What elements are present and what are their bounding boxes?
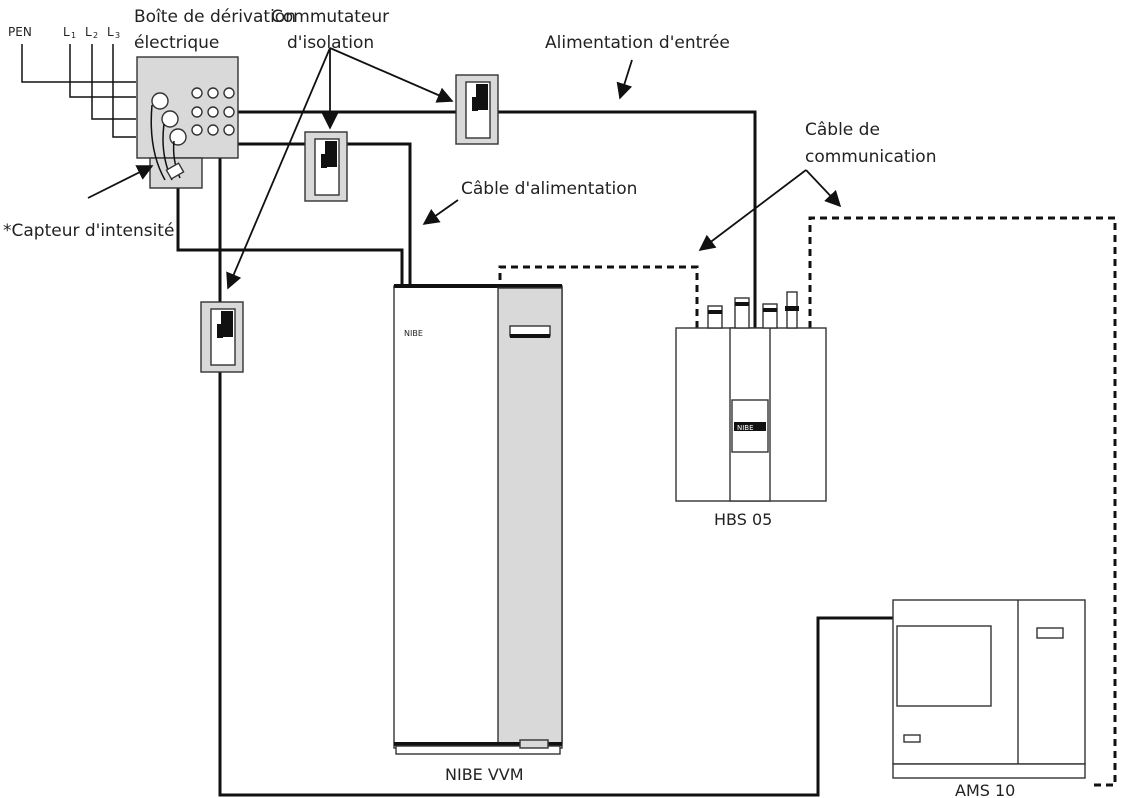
junction-box-label-line1: Boîte de dérivation — [134, 7, 296, 27]
hbs-label: HBS 05 — [714, 510, 772, 529]
arrow-input-supply — [616, 59, 633, 100]
ams-label-plate — [903, 734, 921, 743]
l3-label: L — [107, 25, 114, 39]
hbs-pipe-connectors — [707, 291, 799, 329]
junction-box-label-line2: électrique — [134, 33, 219, 53]
ams10-unit — [892, 599, 1086, 779]
hbs-brand-logo: NIBE — [737, 424, 754, 432]
terminal-row-3 — [169, 124, 235, 146]
arrow-switch-ams — [226, 47, 331, 290]
isolation-switch-input — [455, 74, 499, 145]
comm-cable-label-line1: Câble de — [805, 120, 880, 140]
hbs05-unit: NIBE — [675, 291, 827, 502]
input-supply-label: Alimentation d'entrée — [545, 33, 730, 53]
l3-subscript: 3 — [115, 31, 120, 40]
ams-display — [1036, 627, 1064, 639]
ams-supply-wire-b — [218, 372, 893, 797]
vvm-base — [395, 745, 561, 755]
l2-subscript: 2 — [93, 31, 98, 40]
l2-wire — [91, 44, 136, 120]
vvm-brand-logo: NIBE — [404, 329, 423, 338]
ams-grille — [896, 625, 992, 707]
l1-label: L — [63, 25, 70, 39]
comm-cable-label-line2: communication — [805, 147, 936, 167]
labels: PEN L 1 L 2 L 3 Boîte de dérivation élec… — [3, 7, 1015, 798]
comm-cable-hbs-ams — [808, 216, 1117, 787]
arrow-comm-2 — [805, 169, 842, 208]
isolation-switch-label-line1: Commutateur — [271, 7, 389, 27]
vvm-side-panel — [497, 287, 563, 744]
terminal-row-2 — [161, 106, 235, 128]
isolation-switch-label-line2: d'isolation — [287, 33, 374, 53]
supply-cable-label: Câble d'alimentation — [461, 179, 637, 199]
vvm-label: NIBE VVM — [445, 765, 524, 784]
isolation-switch-ams — [200, 301, 244, 373]
pen-label: PEN — [8, 25, 32, 39]
vvm-supply-wire-b — [347, 142, 412, 288]
current-sensor-clip — [165, 162, 185, 180]
isolation-switch-vvm — [304, 131, 348, 202]
arrow-supply-cable — [422, 199, 459, 225]
ams-base — [892, 763, 1086, 779]
input-supply-wire-b — [498, 110, 757, 328]
current-sensor-label: *Capteur d'intensité — [3, 221, 174, 241]
arrow-current-sensor — [87, 165, 154, 199]
l2-label: L — [85, 25, 92, 39]
arrow-switch-input — [329, 47, 454, 103]
sensor-wire — [176, 186, 404, 288]
callout-arrows — [87, 47, 842, 290]
junction-box-body — [136, 56, 239, 159]
arrow-comm-1 — [698, 169, 807, 251]
l3-wire — [112, 44, 136, 138]
pen-wire — [21, 44, 136, 83]
junction-box — [136, 56, 239, 189]
terminal-row-1 — [151, 87, 235, 110]
l1-wire — [69, 44, 136, 98]
ams-label: AMS 10 — [955, 781, 1015, 798]
nibe-vvm-unit: NIBE — [393, 284, 563, 755]
l1-subscript: 1 — [71, 31, 76, 40]
sensor-loop-1 — [150, 104, 166, 181]
